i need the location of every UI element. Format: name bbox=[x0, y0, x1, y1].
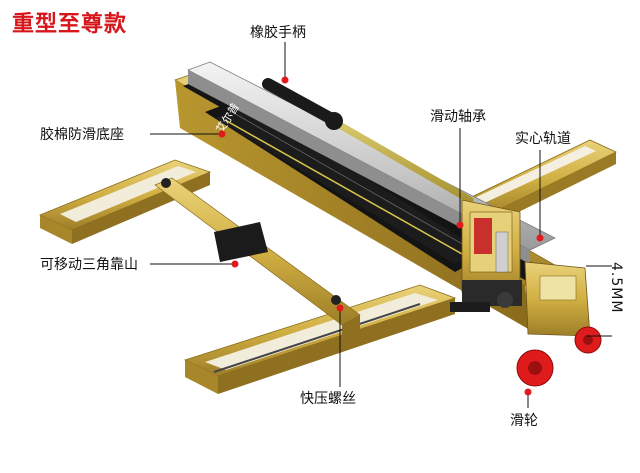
marker-screw bbox=[336, 304, 344, 312]
callout-rubber-handle: 橡胶手柄 bbox=[250, 25, 306, 41]
callout-quick-press-screw: 快压螺丝 bbox=[300, 391, 356, 407]
marker-bearing bbox=[456, 221, 464, 229]
front-base-bar bbox=[183, 284, 457, 394]
handle-bar bbox=[262, 78, 474, 204]
callout-pulley: 滑轮 bbox=[510, 413, 538, 429]
marker-triangle bbox=[231, 260, 239, 268]
callout-movable-triangle: 可移动三角靠山 bbox=[40, 257, 138, 273]
callout-sliding-bearing: 滑动轴承 bbox=[430, 109, 486, 125]
marker-handle bbox=[281, 76, 289, 84]
right-end-plate bbox=[516, 261, 602, 387]
callout-foam-base: 胶棉防滑底座 bbox=[40, 127, 124, 143]
marker-base bbox=[218, 130, 226, 138]
cutter-carriage bbox=[450, 199, 522, 312]
right-base-bar bbox=[454, 139, 617, 230]
marker-rail bbox=[536, 234, 544, 242]
marker-wheel bbox=[524, 388, 532, 396]
page-title: 重型至尊款 bbox=[12, 12, 128, 37]
movable-triangle-arm bbox=[154, 177, 361, 346]
callout-lines bbox=[150, 42, 612, 408]
cutting-bed bbox=[205, 95, 495, 272]
callout-markers bbox=[218, 76, 544, 396]
callout-solid-rail: 实心轨道 bbox=[515, 131, 571, 147]
callout-height: 4.5MM bbox=[608, 262, 624, 314]
